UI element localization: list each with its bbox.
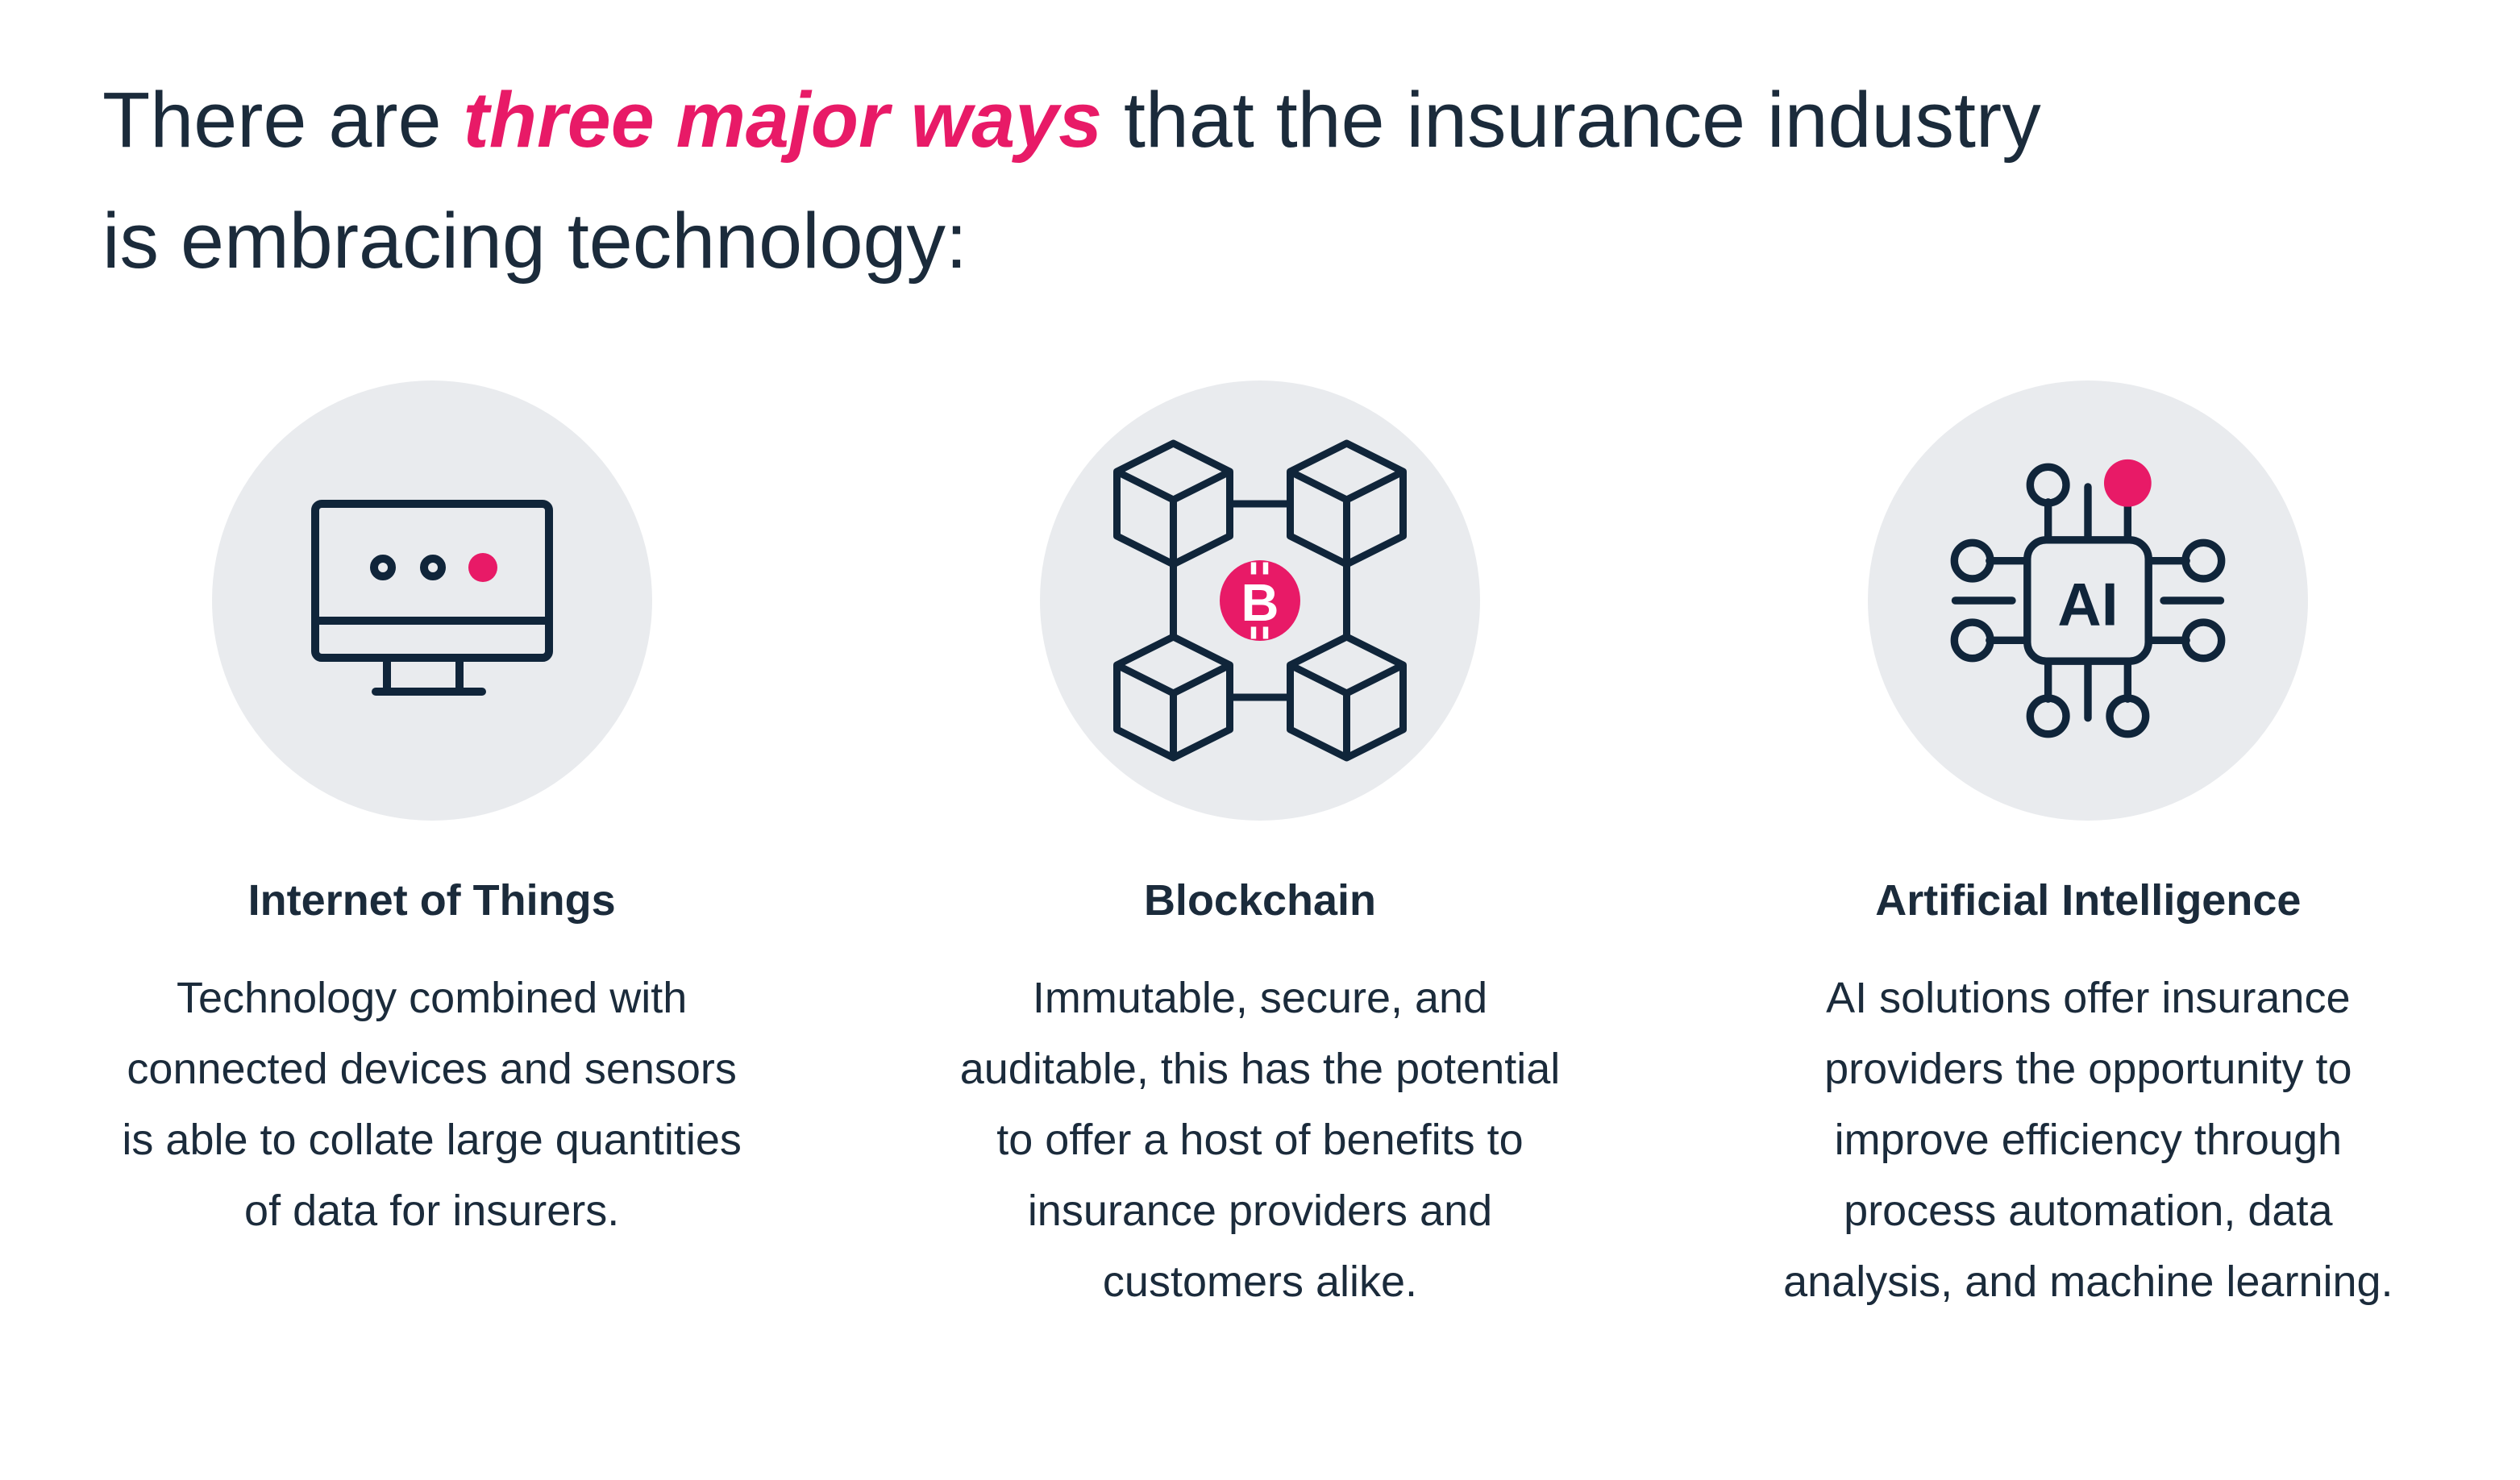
ai-chip-label: AI xyxy=(2058,571,2119,638)
feature-columns: Internet of Things Technology combined w… xyxy=(0,380,2520,1317)
column-blockchain: B Blockchain Immutable, secure, and audi… xyxy=(888,380,1632,1317)
infographic-page: There are three major ways that the insu… xyxy=(0,60,2520,1480)
column-body-iot: Technology combined with connected devic… xyxy=(122,974,742,1235)
page-title: There are three major ways that the insu… xyxy=(102,60,2520,301)
iot-icon-circle xyxy=(211,380,652,821)
ai-icon-circle: AI xyxy=(1868,380,2309,821)
page-title-line2: is embracing technology: xyxy=(102,197,967,285)
iot-pink-dot xyxy=(468,553,497,582)
column-artificial-intelligence: AI Artificial Intelligence AI solutions … xyxy=(1716,380,2460,1317)
bitcoin-badge xyxy=(1219,560,1300,641)
ai-chip-icon: AI xyxy=(1950,459,2226,738)
iot-monitor-icon xyxy=(310,500,553,696)
ai-pink-node xyxy=(2104,459,2152,507)
column-body-ai: AI solutions offer insurance providers t… xyxy=(1783,974,2393,1306)
page-title-highlight: three major ways xyxy=(463,76,1103,164)
column-title-iot: Internet of Things xyxy=(247,876,616,925)
page-title-suffix: that the insurance industry xyxy=(1102,76,2041,164)
bitcoin-letter: B xyxy=(1241,573,1279,632)
page-title-prefix: There are xyxy=(102,76,464,164)
column-title-ai: Artificial Intelligence xyxy=(1875,876,2302,925)
blockchain-icon-circle: B xyxy=(1039,380,1480,821)
column-body-blockchain: Immutable, secure, and auditable, this h… xyxy=(959,974,1561,1306)
blockchain-cubes-icon: B xyxy=(1112,439,1407,762)
column-title-blockchain: Blockchain xyxy=(1143,876,1377,925)
column-internet-of-things: Internet of Things Technology combined w… xyxy=(60,380,804,1317)
